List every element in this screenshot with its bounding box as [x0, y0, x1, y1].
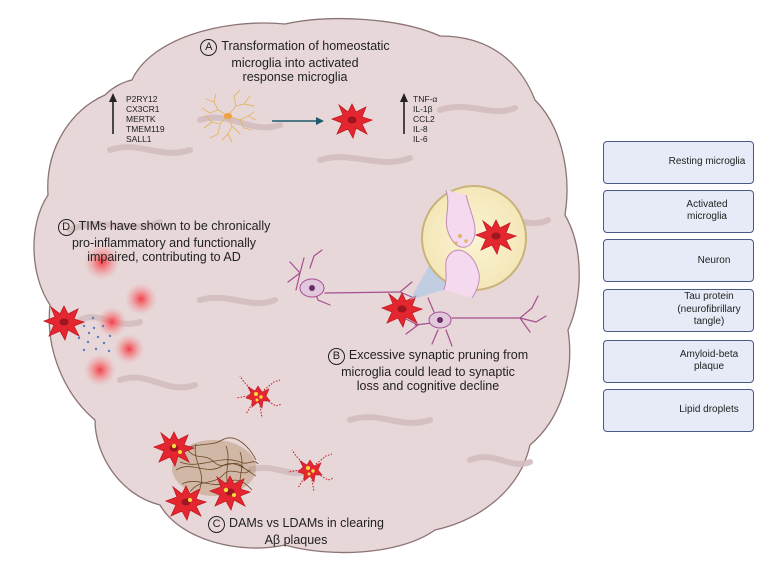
- legend-item-lipid-droplets: Lipid droplets: [603, 389, 754, 432]
- section-a-letter-badge: A: [200, 39, 218, 56]
- homeostatic-marker: MERTK: [126, 114, 156, 124]
- section-d-caption: D TIMs have shown to be chronically pro-i…: [34, 219, 294, 264]
- section-a-line-1: Transformation of homeostatic: [221, 39, 390, 53]
- section-b-letter: B: [332, 350, 341, 362]
- section-b-line-1: Excessive synaptic pruning from: [348, 348, 529, 362]
- cytokine-particles: [77, 316, 112, 353]
- inflammatory-marker-list: TNF-α IL-1β CCL2 IL-8 IL-6: [413, 94, 437, 144]
- section-c-line-1: DAMs vs LDAMs in clearing: [229, 516, 384, 530]
- legend-label-resting-microglia: Resting microglia: [668, 156, 746, 167]
- section-a-line-3: response microglia: [242, 70, 348, 84]
- legend-item-resting-microglia: Resting microglia: [603, 141, 754, 184]
- inflammatory-markers-up-arrow: [400, 93, 408, 134]
- homeostatic-marker: P2RY12: [126, 94, 158, 104]
- section-a-line-2: microglia into activated: [231, 56, 359, 70]
- inflammatory-marker: CCL2: [413, 114, 435, 124]
- section-a-caption: A Transformation of homeostatic microglia…: [170, 39, 420, 84]
- section-d-letter-badge: D: [57, 219, 75, 236]
- section-b-line-3: loss and cognitive decline: [356, 379, 500, 393]
- homeostatic-marker-list: P2RY12 CX3CR1 MERTK TMEM119 SALL1: [126, 94, 165, 144]
- legend-item-neuron: Neuron: [603, 239, 754, 282]
- legend-label-lipid-droplets: Lipid droplets: [679, 404, 739, 415]
- section-d-line-3: impaired, contributing to AD: [87, 250, 241, 264]
- inflammation-glow-spots: [84, 244, 157, 386]
- section-c-letter-badge: C: [208, 516, 226, 533]
- inflammatory-marker: IL-6: [413, 134, 428, 144]
- homeostatic-marker: TMEM119: [126, 124, 165, 134]
- inflammatory-marker: IL-1β: [413, 104, 433, 114]
- section-b-letter-badge: B: [327, 348, 345, 365]
- legend-label-neuron: Neuron: [697, 255, 731, 266]
- section-d-line-1: TIMs have shown to be chronically: [78, 219, 271, 233]
- transformation-arrow: [272, 117, 324, 125]
- inflammatory-marker: TNF-α: [413, 94, 438, 104]
- homeostatic-marker: CX3CR1: [126, 104, 160, 114]
- section-b-line-2: microglia could lead to synaptic: [341, 365, 515, 379]
- homeostatic-marker: SALL1: [126, 134, 152, 144]
- section-b-caption: B Excessive synaptic pruning from microgl…: [297, 348, 559, 393]
- zoom-beam: [410, 260, 470, 300]
- homeostatic-markers-up-arrow: [109, 93, 117, 134]
- section-d-letter: D: [62, 221, 71, 233]
- inflammatory-marker: IL-8: [413, 124, 428, 134]
- section-c-caption: C DAMs vs LDAMs in clearing Aβ plaques: [196, 516, 396, 547]
- synapse-zoom-lens: [421, 185, 527, 299]
- section-a-letter: A: [205, 41, 213, 53]
- section-d-line-2: pro-inflammatory and functionally: [71, 236, 257, 250]
- section-c-letter: C: [212, 518, 221, 530]
- section-c-line-2: Aβ plaques: [264, 533, 328, 547]
